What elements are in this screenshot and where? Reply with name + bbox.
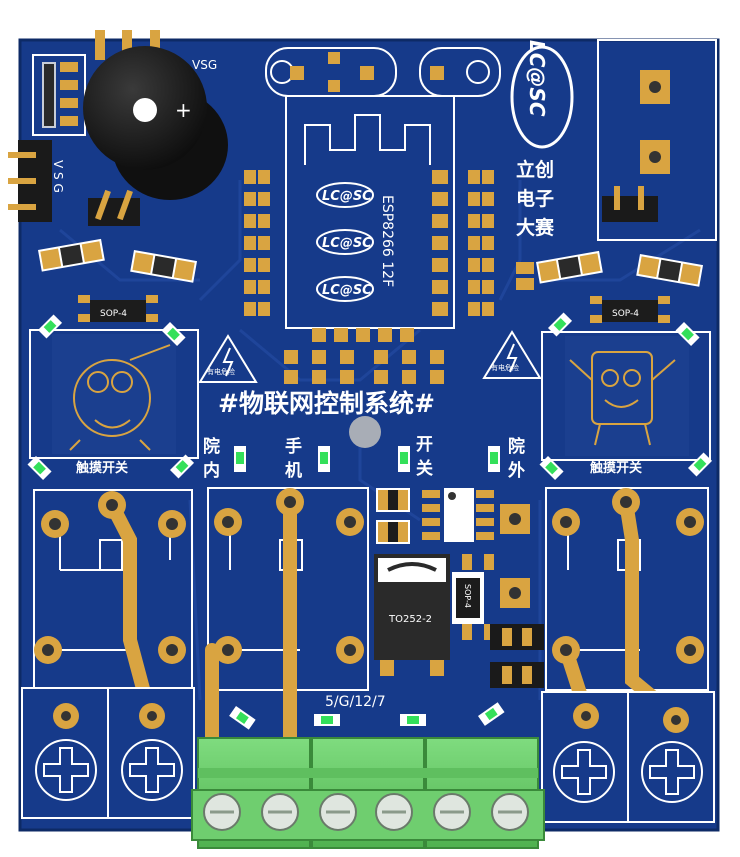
brand-cn-2: 电子 (516, 187, 554, 210)
brand-logo-text: LC@SC (525, 40, 549, 117)
relay-label-courtyard-in-2: 内 (203, 460, 220, 481)
sop4-right-label: SOP-4 (612, 309, 639, 319)
touch-right-label: 触摸开关 (589, 460, 642, 476)
relay-label-courtyard-in-1: 院 (203, 436, 220, 457)
relay-label-phone-2: 机 (285, 460, 302, 481)
relay-label-switch-2: 关 (416, 458, 433, 479)
brand-cn-1: 立创 (516, 158, 554, 181)
header-left-label: V S G (51, 160, 65, 193)
warning-label-left: 有电危险 (207, 367, 235, 376)
relay-label-phone-1: 手 (285, 436, 302, 457)
touch-pad-left (29, 329, 199, 459)
module-pads (244, 170, 494, 342)
jumper-headers (490, 624, 544, 688)
sop4-left-label: SOP-4 (100, 309, 127, 319)
center-components (374, 488, 530, 676)
green-terminal-blocks (191, 737, 545, 849)
relay-label-courtyard-out-2: 外 (508, 460, 525, 481)
header-top-label: VSG (192, 58, 217, 72)
buzzer: + (83, 30, 228, 200)
status-leds (27, 312, 713, 730)
sop4-center-label: SOP-4 (463, 584, 472, 608)
relay-label-courtyard-out-1: 院 (508, 436, 525, 457)
resistor-row (38, 238, 704, 384)
warning-icon-right (482, 330, 542, 379)
relay-left (33, 489, 193, 722)
board-title: #物联网控制系统# (218, 389, 435, 418)
terminal-label: 5/G/12/7 (325, 694, 386, 710)
right-pads (597, 39, 717, 241)
module-logo-rings (316, 182, 374, 302)
relay-label-switch-1: 开 (416, 435, 433, 455)
brand-logo (510, 45, 574, 149)
mounting-hole (349, 416, 381, 448)
touch-left-label: 触摸开关 (75, 460, 128, 476)
module-logo-1: LC@SC (322, 189, 372, 204)
top-pads (265, 47, 501, 97)
relay-middle (205, 487, 369, 747)
warning-label-right: 有电危险 (491, 363, 519, 372)
module-logo-3: LC@SC (322, 283, 372, 298)
sop4-right (590, 296, 670, 323)
screw-terminal-right (541, 691, 715, 823)
module-label: ESP8266 12F (379, 195, 395, 287)
module-logo-2: LC@SC (322, 236, 372, 251)
header-left-2pin (88, 189, 140, 226)
svg-text:+: + (175, 98, 192, 122)
touch-pad-right (541, 331, 711, 461)
warning-icon-left (198, 334, 258, 383)
sop4-left (78, 295, 158, 322)
brand-cn-3: 大赛 (516, 216, 555, 239)
regulator-label: TO252-2 (388, 614, 432, 625)
header-left-3pin (8, 140, 52, 222)
screw-terminal-left (21, 687, 195, 819)
